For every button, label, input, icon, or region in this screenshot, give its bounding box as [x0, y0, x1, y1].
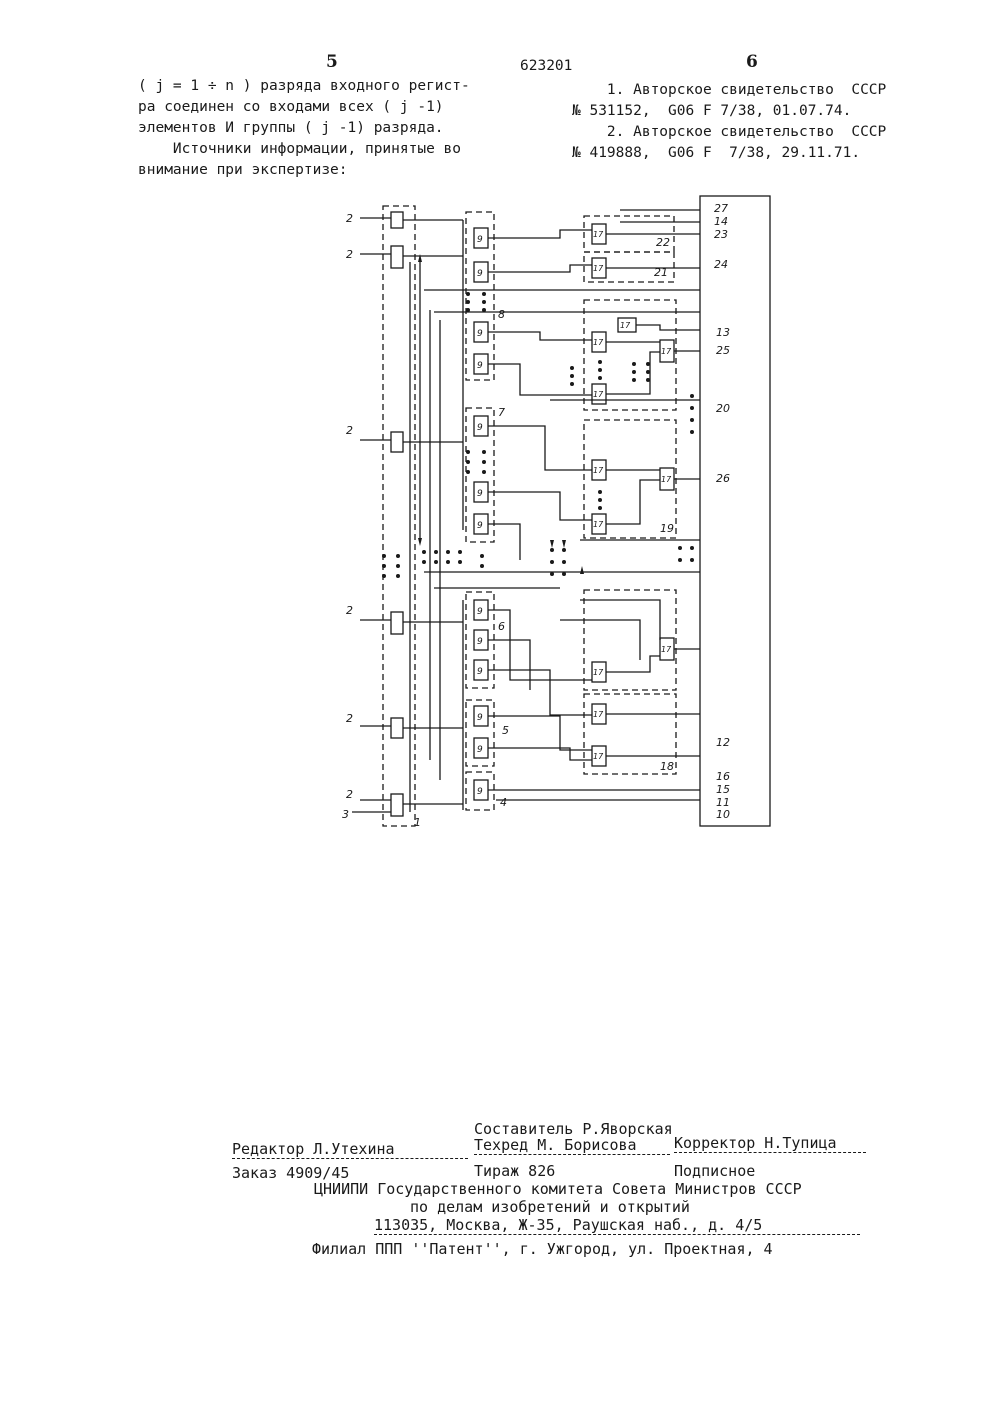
- label-and-12: 9: [477, 745, 483, 755]
- register-cells: [391, 212, 403, 816]
- footer-editor: Редактор Л.Утехина: [232, 1140, 468, 1159]
- label-out-24: 24: [714, 258, 728, 271]
- ellipsis-dots: [382, 292, 694, 578]
- label-and-9: 9: [477, 637, 483, 647]
- footer-address: 113035, Москва, Ж-35, Раушская наб., д. …: [374, 1216, 860, 1235]
- label-group-7: 7: [498, 406, 505, 419]
- label-and-5: 9: [477, 423, 483, 433]
- label-input-5: 2: [346, 712, 353, 725]
- output-block: [700, 196, 770, 826]
- footer-tirazh: Тираж 826: [474, 1162, 555, 1180]
- label-input-extra: 3: [342, 808, 349, 821]
- label-group-6: 6: [498, 620, 505, 633]
- label-17-e: 17: [593, 390, 604, 399]
- label-out-25: 25: [716, 344, 730, 357]
- label-17-g: 17: [593, 466, 604, 475]
- output-wires: [550, 210, 700, 756]
- label-17-l: 17: [593, 710, 604, 719]
- label-and-6: 9: [477, 489, 483, 499]
- label-out-26: 26: [716, 472, 730, 485]
- or-group-frames: [584, 216, 676, 774]
- label-out-15: 15: [716, 783, 730, 796]
- footer-branch: Филиал ППП ''Патент'', г. Ужгород, ул. П…: [312, 1240, 773, 1258]
- label-and-3: 9: [477, 329, 483, 339]
- footer-podpisnoe: Подписное: [674, 1162, 755, 1180]
- footer-corrector: Корректор Н.Тупица: [674, 1134, 866, 1153]
- label-group-5: 5: [502, 724, 509, 737]
- label-group-19: 19: [660, 522, 674, 535]
- label-out-10: 10: [716, 808, 730, 821]
- label-out-16: 16: [716, 770, 730, 783]
- label-and-8: 9: [477, 607, 483, 617]
- register-output-lines: [403, 220, 463, 812]
- footer-org-line-2: по делам изобретений и открытий: [410, 1198, 690, 1216]
- label-and-13: 9: [477, 787, 483, 797]
- label-group-18: 18: [660, 760, 674, 773]
- label-input-2: 2: [346, 248, 353, 261]
- footer-techred: Техред М. Борисова: [474, 1136, 670, 1155]
- label-and-1: 9: [477, 235, 483, 245]
- label-17-h: 17: [593, 520, 604, 529]
- label-out-11: 11: [716, 796, 730, 809]
- label-out-20: 20: [716, 402, 730, 415]
- circuit-diagram: 2 2 2 2 2 2 3 1 9 9 9 9 9 9 9 9 9 9 9 9 …: [0, 0, 1000, 860]
- label-input-3: 2: [346, 424, 353, 437]
- label-out-13: 13: [716, 326, 730, 339]
- label-and-7: 9: [477, 521, 483, 531]
- label-and-2: 9: [477, 269, 483, 279]
- label-17-k: 17: [593, 668, 604, 677]
- label-group-21: 21: [654, 266, 668, 279]
- label-17-d: 17: [593, 338, 604, 347]
- label-17-i: 17: [661, 475, 672, 484]
- label-group-22: 22: [656, 236, 670, 249]
- label-and-11: 9: [477, 713, 483, 723]
- label-input-1: 2: [346, 212, 353, 225]
- label-input-4: 2: [346, 604, 353, 617]
- elements-17: [592, 224, 674, 766]
- label-17-a: 17: [593, 230, 604, 239]
- label-17-j: 17: [661, 645, 672, 654]
- label-17-m: 17: [593, 752, 604, 761]
- label-out-12: 12: [716, 736, 730, 749]
- label-out-23: 23: [714, 228, 728, 241]
- label-out-27: 27: [714, 202, 728, 215]
- label-17-b: 17: [593, 264, 604, 273]
- label-17-c: 17: [620, 321, 631, 330]
- footer-org-line-1: ЦНИИПИ Государственного комитета Совета …: [314, 1180, 802, 1198]
- label-and-10: 9: [477, 667, 483, 677]
- label-group-4: 4: [500, 796, 507, 809]
- label-out-14: 14: [714, 215, 728, 228]
- label-register: 1: [414, 816, 421, 829]
- label-input-6: 2: [346, 788, 353, 801]
- input-lines: [352, 218, 391, 812]
- label-17-f: 17: [661, 347, 672, 356]
- label-group-8: 8: [498, 308, 505, 321]
- label-and-4: 9: [477, 361, 483, 371]
